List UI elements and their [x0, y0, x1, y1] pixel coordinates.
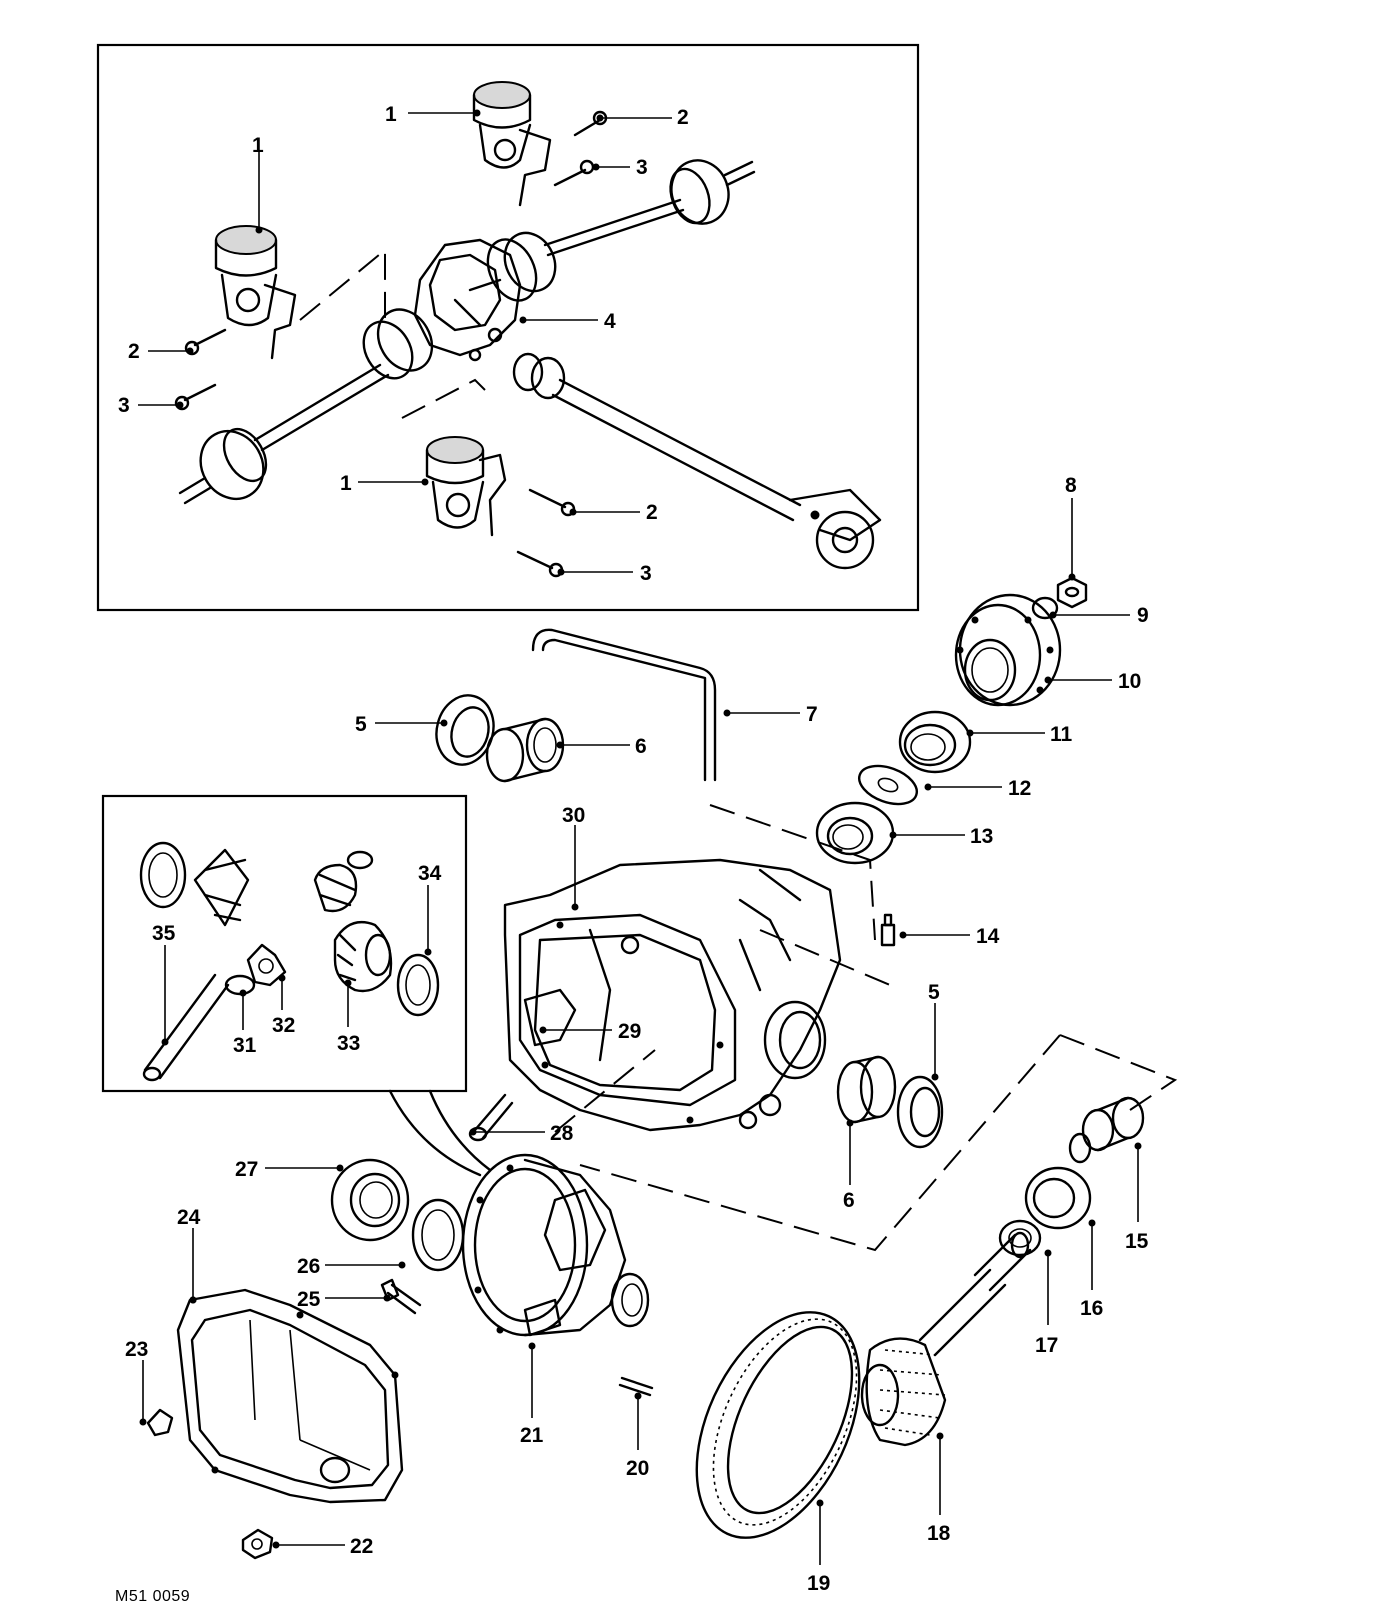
pinion-shim [998, 1219, 1042, 1257]
seal-icon [896, 1075, 944, 1149]
spacer [858, 764, 918, 806]
callout-20: 20 [626, 1457, 649, 1480]
callout-27: 27 [235, 1158, 258, 1181]
callout-leaders-housing [469, 825, 612, 1136]
flange-icon [954, 593, 1062, 707]
differential-housing-icon [503, 858, 842, 1132]
callout-29: 29 [618, 1020, 641, 1043]
callout-17: 17 [1035, 1334, 1058, 1357]
callout-19: 19 [807, 1572, 830, 1595]
callout-4: 4 [604, 310, 616, 333]
figure-reference: M51 0059 [115, 1588, 190, 1605]
washer [1031, 596, 1059, 620]
carrier-shim [421, 1209, 455, 1261]
callout-22: 22 [350, 1535, 373, 1558]
bearing-icon [836, 1055, 897, 1124]
gear-icon [139, 841, 440, 1082]
callout-1: 1 [252, 134, 264, 157]
differential-internals-inset-box [101, 794, 468, 1093]
callout-32: 32 [272, 1014, 295, 1037]
callout-2: 2 [128, 340, 140, 363]
callout-2: 2 [677, 106, 689, 129]
differential-carrier [461, 1153, 650, 1337]
assembly-reference-line [299, 247, 386, 321]
bearing-icon [815, 801, 895, 865]
mount-bushing-icon [214, 225, 297, 360]
inset-pointer [428, 1089, 492, 1172]
callout-21: 21 [520, 1424, 544, 1447]
callout-12: 12 [1008, 777, 1031, 800]
callout-5: 5 [928, 981, 940, 1004]
seal-icon [435, 694, 495, 766]
callout-3: 3 [636, 156, 648, 179]
callout-1: 1 [385, 103, 397, 126]
callout-35: 35 [152, 922, 176, 945]
callout-15: 15 [1125, 1230, 1149, 1253]
assembly-reference-line [759, 929, 891, 986]
callout-28: 28 [550, 1122, 574, 1145]
mount-bushing-icon [425, 436, 507, 537]
callout-23: 23 [125, 1338, 148, 1361]
callout-5: 5 [355, 713, 367, 736]
callout-2: 2 [646, 501, 658, 524]
callout-25: 25 [297, 1288, 321, 1311]
callout-16: 16 [1080, 1297, 1103, 1320]
axle-assembly-inset-box [96, 43, 920, 612]
callout-leaders-pinion [1044, 1142, 1142, 1325]
assembly-reference-line [401, 378, 486, 419]
bolt-icon [468, 1093, 514, 1142]
callout-6: 6 [635, 735, 647, 758]
callout-leaders-inset [161, 885, 432, 1046]
bolt-icon [174, 110, 608, 578]
bearing-icon [330, 1158, 410, 1242]
callout-7: 7 [806, 703, 818, 726]
spacer [877, 777, 899, 793]
callout-6: 6 [843, 1189, 855, 1212]
mount-bushing-icon [472, 81, 552, 207]
callout-leaders-cover [139, 1228, 345, 1549]
callout-10: 10 [1118, 670, 1141, 693]
callout-18: 18 [927, 1522, 951, 1545]
seal-icon [898, 710, 972, 774]
inset-pointer [388, 1089, 482, 1177]
bearing-icon [1024, 1166, 1092, 1230]
callout-leaders-left [375, 719, 630, 749]
callout-31: 31 [233, 1034, 257, 1057]
differential-housing-icon [413, 238, 522, 362]
assembly-reference-line [554, 1049, 656, 1133]
callout-1: 1 [340, 472, 352, 495]
pinion-sleeve [1068, 1096, 1145, 1164]
drain-plug [241, 1528, 274, 1560]
callout-leaders-carrier [265, 1164, 642, 1450]
callout-3: 3 [640, 562, 652, 585]
bearing-icon [485, 717, 565, 783]
breather-pipe [531, 628, 717, 782]
callout-leaders-right [723, 498, 1130, 939]
callout-26: 26 [297, 1255, 320, 1278]
callout-8: 8 [1065, 474, 1077, 497]
assembly-reference-line [579, 1034, 1178, 1252]
differential-cover [176, 1288, 404, 1504]
callout-3: 3 [118, 394, 130, 417]
pinion-shim [1008, 1228, 1032, 1248]
roll-pin [618, 1376, 654, 1397]
callout-9: 9 [1137, 604, 1149, 627]
callout-leaders-gears [816, 1432, 944, 1565]
callout-33: 33 [337, 1032, 360, 1055]
callout-24: 24 [177, 1206, 201, 1229]
breather-valve [880, 913, 896, 947]
callout-13: 13 [970, 825, 993, 848]
callout-14: 14 [976, 925, 1000, 948]
callout-30: 30 [562, 804, 585, 827]
bolt-icon [146, 1408, 174, 1437]
gear-icon [695, 1231, 1032, 1539]
callout-11: 11 [1050, 723, 1073, 746]
driveshaft-icon [178, 159, 882, 570]
callout-leaders-right-bearing [846, 1003, 939, 1185]
nut-icon [1056, 576, 1088, 609]
breather-pipe [541, 638, 707, 782]
callout-leaders-top [138, 109, 672, 576]
callout-34: 34 [418, 862, 442, 885]
